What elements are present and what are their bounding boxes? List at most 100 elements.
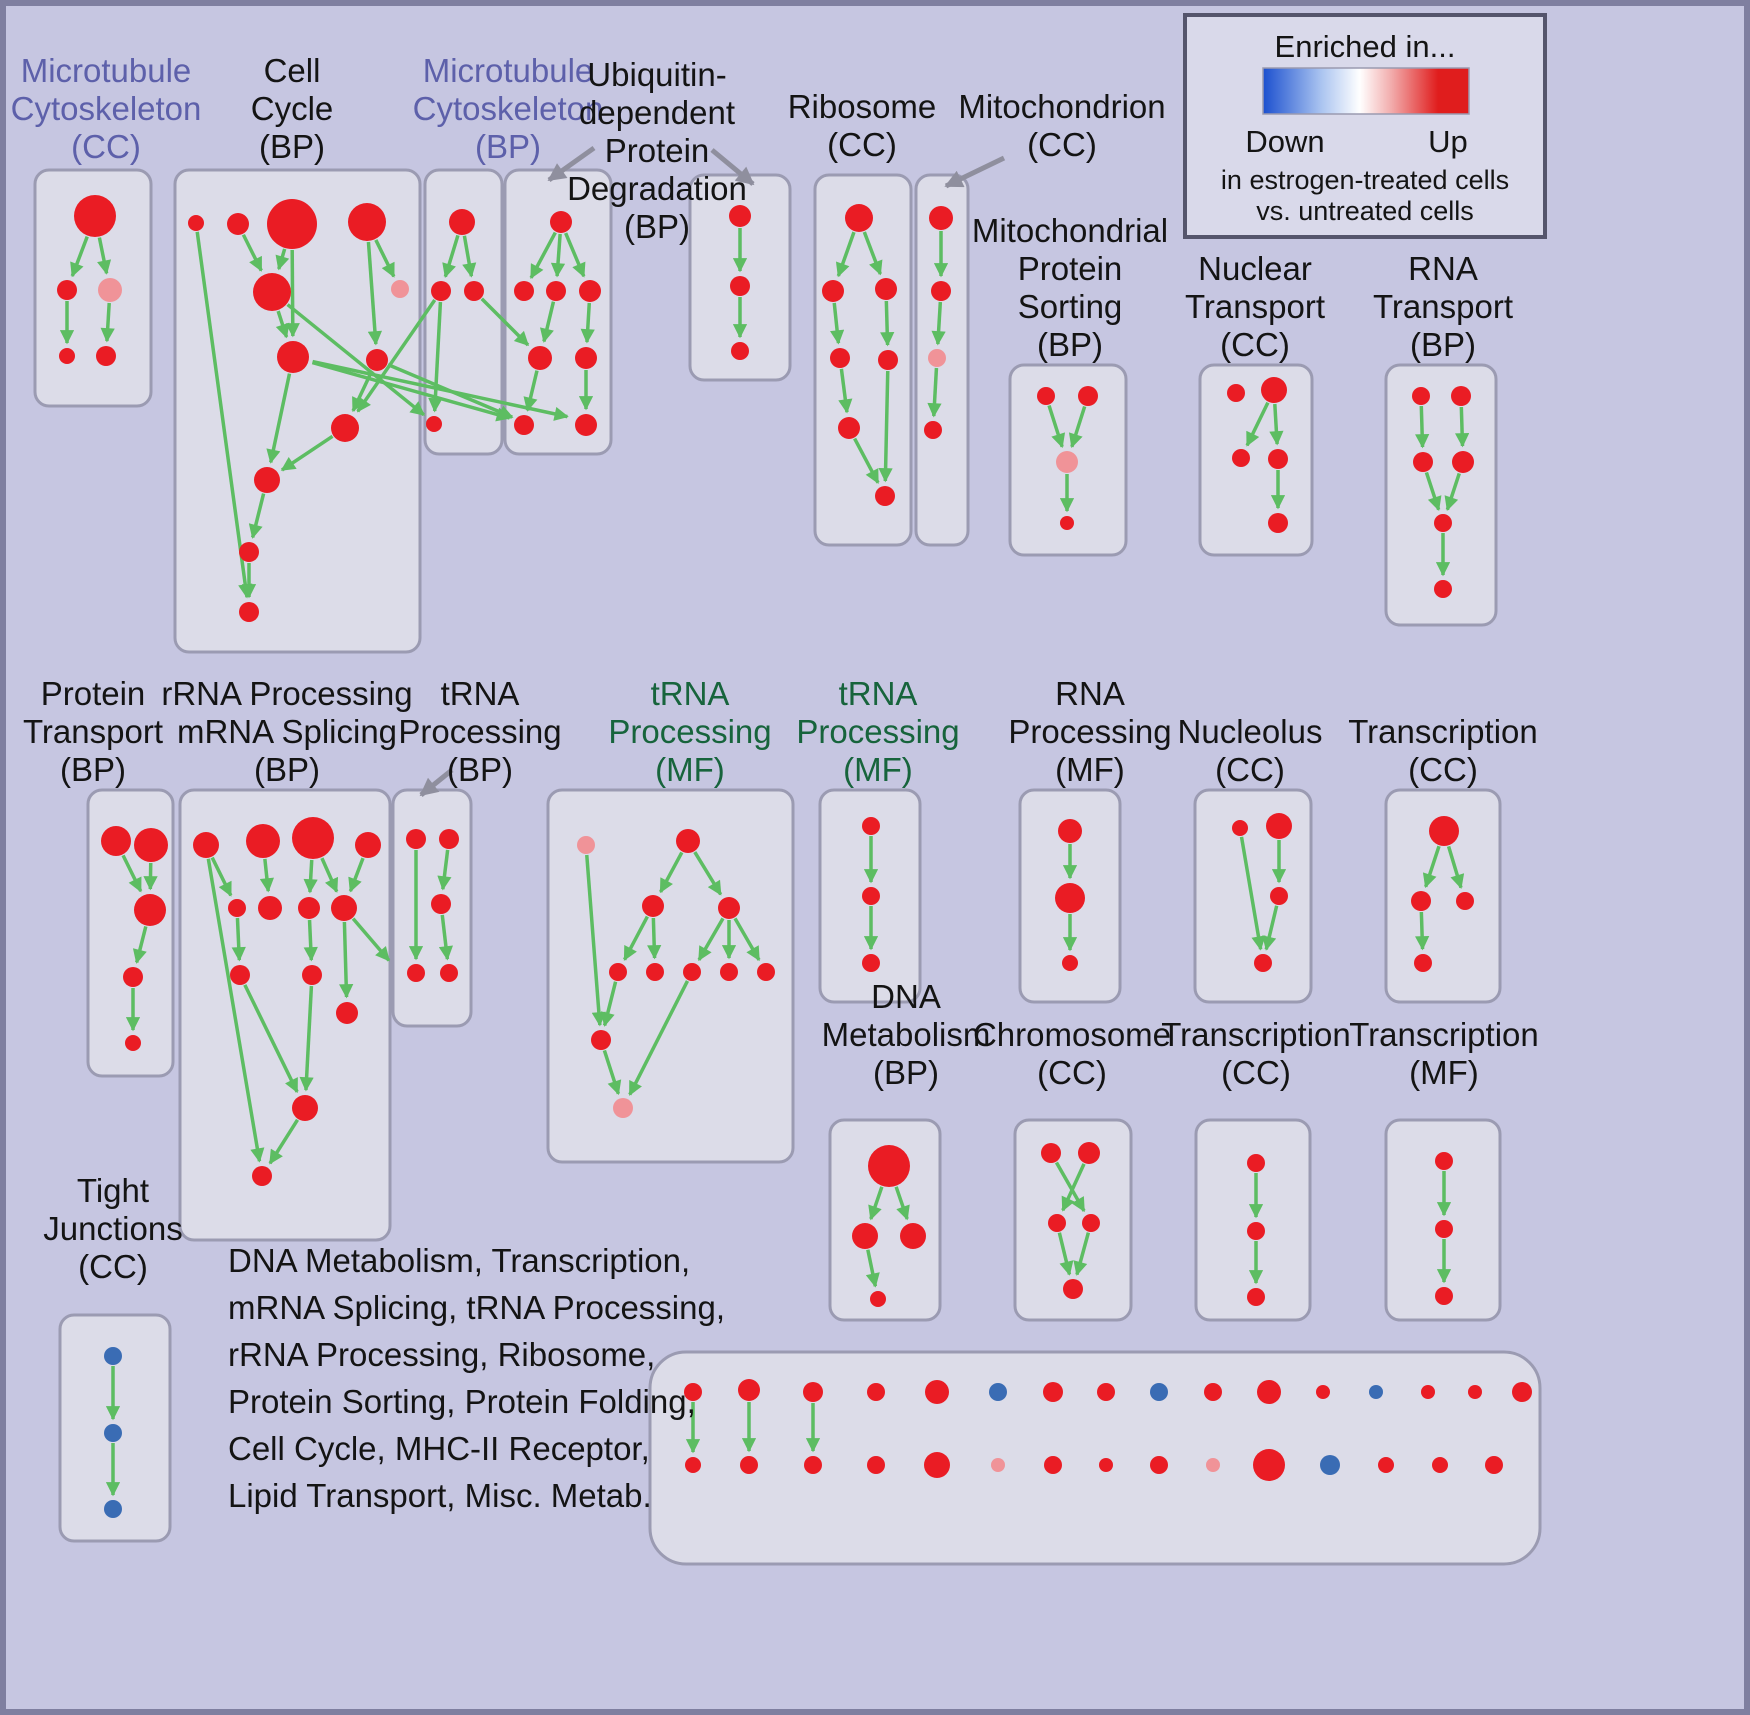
go-term-node-red [1421,1385,1435,1399]
cluster-label-line: Microtubule [423,52,594,89]
misc-note-line: DNA Metabolism, Transcription, [228,1242,690,1279]
go-term-node-pink [98,278,122,302]
cluster-label-line: Transcription [1349,1016,1539,1053]
go-term-node-blue [1320,1455,1340,1475]
go-term-node-red [845,204,873,232]
go-term-node-red [1044,1456,1062,1474]
go-term-node-red [125,1035,141,1051]
go-term-node-red [1043,1382,1063,1402]
group-chromosome-cc [1013,1118,1133,1322]
go-term-node-red [683,963,701,981]
go-term-node-red [875,486,895,506]
cluster-box-rna-transport-bp [1384,363,1498,627]
group-transcription-cc-2 [1194,1118,1312,1322]
edge-arrow [1057,1232,1074,1276]
edge-arrow [1424,471,1442,512]
go-term-node-red [718,897,740,919]
go-term-node-red [1232,820,1248,836]
edge-arrow [659,851,684,894]
edge-arrow [1239,836,1266,951]
go-term-node-red [731,342,749,360]
go-term-node-red [862,817,880,835]
cluster-box-transcription-mf [1384,1118,1502,1322]
go-term-node-red [1412,387,1430,405]
misc-note-line: Protein Sorting, Protein Folding, [228,1383,696,1420]
go-term-node-red [348,203,386,241]
go-term-node-red [925,1380,949,1404]
go-term-node-red [134,828,168,862]
cluster-label-line: Tight [77,1172,149,1209]
edge-arrow [311,360,511,422]
go-term-node-red [1451,386,1471,406]
go-term-node-red [867,1456,885,1474]
go-term-node-blue [989,1383,1007,1401]
edge-arrow [868,1186,884,1221]
cluster-label-line: (CC) [71,128,141,165]
edge-arrow [280,434,334,472]
go-term-node-red [868,1145,910,1187]
cluster-label-line: (CC) [1408,751,1478,788]
cluster-label-line: Ribosome [788,88,937,125]
go-term-node-red [1268,449,1288,469]
group-nuclear-transport-cc [1198,363,1314,557]
go-term-node-red [1247,1288,1265,1306]
go-term-node-red [546,281,566,301]
go-term-node-red [1062,955,1078,971]
cluster-label-line: Sorting [1018,288,1123,325]
go-term-node-red [1411,891,1431,911]
edge-arrow [830,302,845,345]
group-rrna-processing-mrna-splicing-bp [178,788,392,1242]
edge-arrow [438,914,453,961]
group-mitochondrion-cc [914,173,970,547]
go-term-node-red [431,281,451,301]
group-ubiquitin-degradation-bp [503,168,613,456]
cluster-label-line: Protein [605,132,710,169]
group-ribosome-cc [813,173,913,547]
go-term-node-red [1227,384,1245,402]
edge-arrow [1415,911,1430,951]
go-term-node-red [575,347,597,369]
go-term-node-red [1097,1383,1115,1401]
edge-arrow [248,493,266,539]
go-term-node-red [514,281,534,301]
misc-note-line: Lipid Transport, Misc. Metab. [228,1477,652,1514]
go-term-node-red [431,894,451,914]
group-microtubule-cytoskeleton-cc [33,168,153,408]
cluster-label-line: (BP) [873,1054,939,1091]
go-term-node-red [1413,452,1433,472]
go-term-node-red [1150,1456,1168,1474]
edge-arrow [600,981,618,1027]
cluster-label-line: Mitochondrion [958,88,1165,125]
edge-arrow [70,235,89,278]
cluster-label-line: (BP) [254,751,320,788]
cluster-label-line: Cycle [251,90,334,127]
edge-arrow [1054,1161,1086,1213]
edge-arrow [275,248,290,271]
edge-arrow [374,239,396,278]
go-term-node-red [1378,1457,1394,1473]
cluster-label-line: (CC) [827,126,897,163]
edge-arrow [266,373,292,464]
go-term-node-red [822,280,844,302]
group-tight-junctions-cc [58,1313,172,1543]
misc-note-line: rRNA Processing, Ribosome, [228,1336,655,1373]
edge-arrow [894,1186,910,1221]
go-term-node-red [875,278,897,300]
go-term-node-red [1063,1279,1083,1299]
edge-arrow [1269,403,1284,446]
go-term-node-pink [577,836,595,854]
go-term-node-red [239,602,259,622]
misc-clusters-note: DNA Metabolism, Transcription,mRNA Splic… [228,1242,725,1514]
cluster-label-line: Nuclear [1198,250,1312,287]
group-dna-metabolism-bp [828,1118,942,1322]
cluster-label-line: (CC) [1027,126,1097,163]
go-term-node-red [331,895,357,921]
